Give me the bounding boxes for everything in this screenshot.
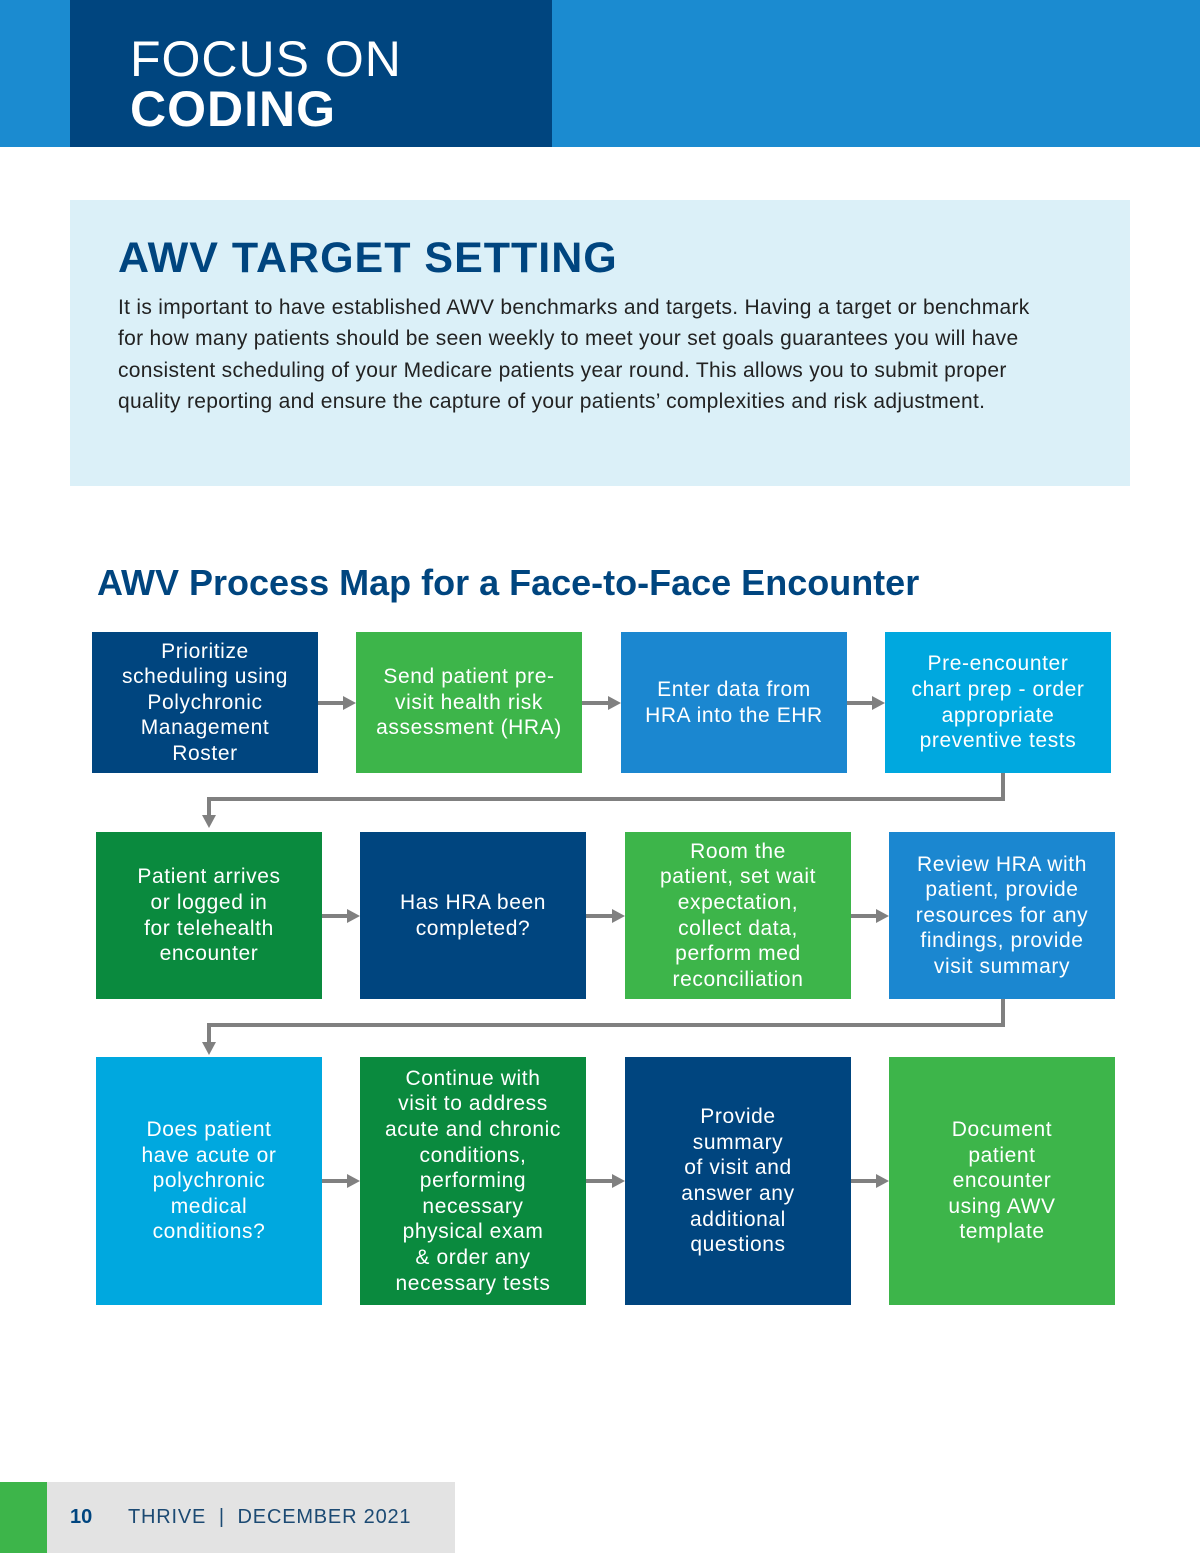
connector-line bbox=[207, 797, 211, 816]
arrow-right-icon bbox=[612, 908, 625, 923]
connector-line bbox=[582, 700, 609, 705]
process-step: Pre-encounter chart prep - order appropr… bbox=[885, 632, 1111, 773]
arrow-right-icon bbox=[612, 1174, 625, 1188]
connector-line bbox=[1001, 773, 1005, 801]
arrow-right-icon bbox=[876, 908, 889, 923]
header-title-line1: FOCUS ON bbox=[130, 31, 402, 87]
process-step: Review HRA with patient, provide resourc… bbox=[889, 832, 1115, 999]
process-step: Send patient pre- visit health risk asse… bbox=[356, 632, 582, 773]
process-step: Has HRA been completed? bbox=[360, 832, 586, 999]
arrow-right-icon bbox=[343, 695, 356, 710]
footer-bar bbox=[47, 1482, 455, 1553]
connector-line bbox=[1001, 999, 1005, 1027]
connector-line bbox=[847, 700, 873, 705]
process-step: Provide summary of visit and answer any … bbox=[625, 1057, 851, 1305]
intro-title: AWV TARGET SETTING bbox=[118, 234, 618, 282]
intro-panel: AWV TARGET SETTING It is important to ha… bbox=[70, 200, 1130, 486]
process-map-title: AWV Process Map for a Face-to-Face Encou… bbox=[97, 562, 920, 603]
arrow-down-icon bbox=[202, 815, 216, 828]
connector-line bbox=[851, 913, 877, 918]
header-title-line2: CODING bbox=[130, 81, 336, 137]
arrow-right-icon bbox=[876, 1174, 889, 1188]
connector-line bbox=[851, 1179, 877, 1183]
footer-accent bbox=[0, 1482, 47, 1553]
connector-line bbox=[322, 913, 348, 918]
connector-line bbox=[207, 797, 1005, 801]
intro-body: It is important to have established AWV … bbox=[118, 296, 1030, 413]
header-title-block bbox=[70, 0, 552, 147]
arrow-right-icon bbox=[608, 695, 621, 710]
process-step: Prioritize scheduling using Polychronic … bbox=[92, 632, 318, 773]
process-step: Continue with visit to address acute and… bbox=[360, 1057, 586, 1305]
process-step: Does patient have acute or polychronic m… bbox=[96, 1057, 322, 1305]
publication-info: THRIVE | DECEMBER 2021 bbox=[128, 1506, 412, 1528]
page-number: 10 bbox=[70, 1506, 93, 1528]
process-step: Patient arrives or logged in for telehea… bbox=[96, 832, 322, 999]
arrow-down-icon bbox=[202, 1042, 216, 1055]
connector-line bbox=[586, 1179, 613, 1183]
process-step: Document patient encounter using AWV tem… bbox=[889, 1057, 1115, 1305]
connector-line bbox=[207, 1023, 211, 1043]
connector-line bbox=[318, 700, 344, 705]
connector-line bbox=[586, 913, 613, 918]
connector-line bbox=[322, 1179, 348, 1183]
connector-line bbox=[207, 1023, 1005, 1027]
arrow-right-icon bbox=[347, 908, 360, 923]
arrow-right-icon bbox=[347, 1174, 360, 1188]
process-step: Enter data from HRA into the EHR bbox=[621, 632, 847, 773]
arrow-right-icon bbox=[872, 695, 885, 710]
process-step: Room the patient, set wait expectation, … bbox=[625, 832, 851, 999]
